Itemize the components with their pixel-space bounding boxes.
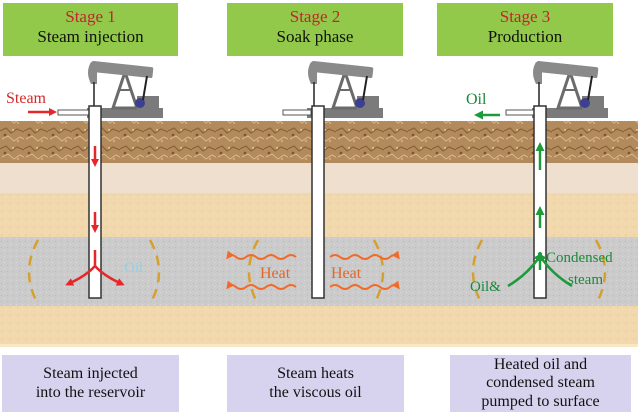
inlet-pipe	[57, 109, 91, 116]
steam-split-arrow	[94, 265, 125, 286]
dashed-arc-icon	[372, 239, 385, 305]
stage1-name: Steam injection	[37, 26, 144, 46]
stage3-caption: Heated oil and condensed steam pumped to…	[450, 355, 631, 412]
wavy-arrow-icon	[329, 280, 400, 290]
stage3-name: Production	[487, 26, 563, 46]
stage3-header: Stage 3 Production	[437, 3, 613, 56]
lower-sand-layer	[0, 306, 638, 346]
pumpjack-icon	[307, 60, 383, 118]
wavy-arrow-icon	[226, 280, 297, 290]
dashed-arc-icon	[247, 239, 260, 305]
wavy-arrow-icon	[329, 250, 400, 260]
outlet-pipe	[505, 109, 537, 116]
stage2-name: Soak phase	[276, 26, 354, 46]
steam-label: Steam	[6, 90, 47, 107]
stage2-caption-text: Steam heats the viscous oil	[269, 365, 362, 401]
stage1-caption: Steam injected into the reservoir	[2, 355, 179, 412]
heat-label-left: Heat	[260, 265, 291, 282]
stage3-number: Stage 3	[499, 7, 551, 26]
steam-condensed-label: steam	[568, 272, 603, 288]
oil-out-label: Oil	[466, 91, 487, 108]
stage2-header: Stage 2 Soak phase	[227, 3, 403, 56]
stage2-caption: Steam heats the viscous oil	[227, 355, 404, 412]
wellbore-icon	[311, 105, 325, 299]
pumpjack-icon	[87, 60, 163, 118]
stage1-caption-text: Steam injected into the reservoir	[35, 365, 146, 401]
dashed-arc-icon	[594, 239, 607, 305]
oil-label-stage1: Oil	[124, 260, 143, 276]
steam-split-arrow	[65, 265, 96, 286]
oil-converge-arrow	[537, 252, 573, 288]
wellbore-icon	[533, 105, 547, 299]
stage2-number: Stage 2	[289, 7, 341, 26]
wellbore-icon	[88, 105, 102, 299]
stage1-number: Stage 1	[65, 7, 116, 26]
stage1-header: Stage 1 Steam injection	[3, 3, 178, 56]
dashed-arc-icon	[27, 239, 40, 305]
oil-and-label: Oil&	[470, 279, 501, 295]
condensed-label: Condensed	[546, 250, 613, 266]
heat-label-right: Heat	[331, 265, 362, 282]
pumpjack-icon	[532, 60, 608, 118]
dashed-arc-icon	[148, 239, 161, 305]
dashed-arc-icon	[471, 239, 484, 305]
stage3-caption-text: Heated oil and condensed steam pumped to…	[481, 355, 600, 410]
wavy-arrow-icon	[226, 250, 297, 260]
pipe-stub	[282, 109, 312, 116]
